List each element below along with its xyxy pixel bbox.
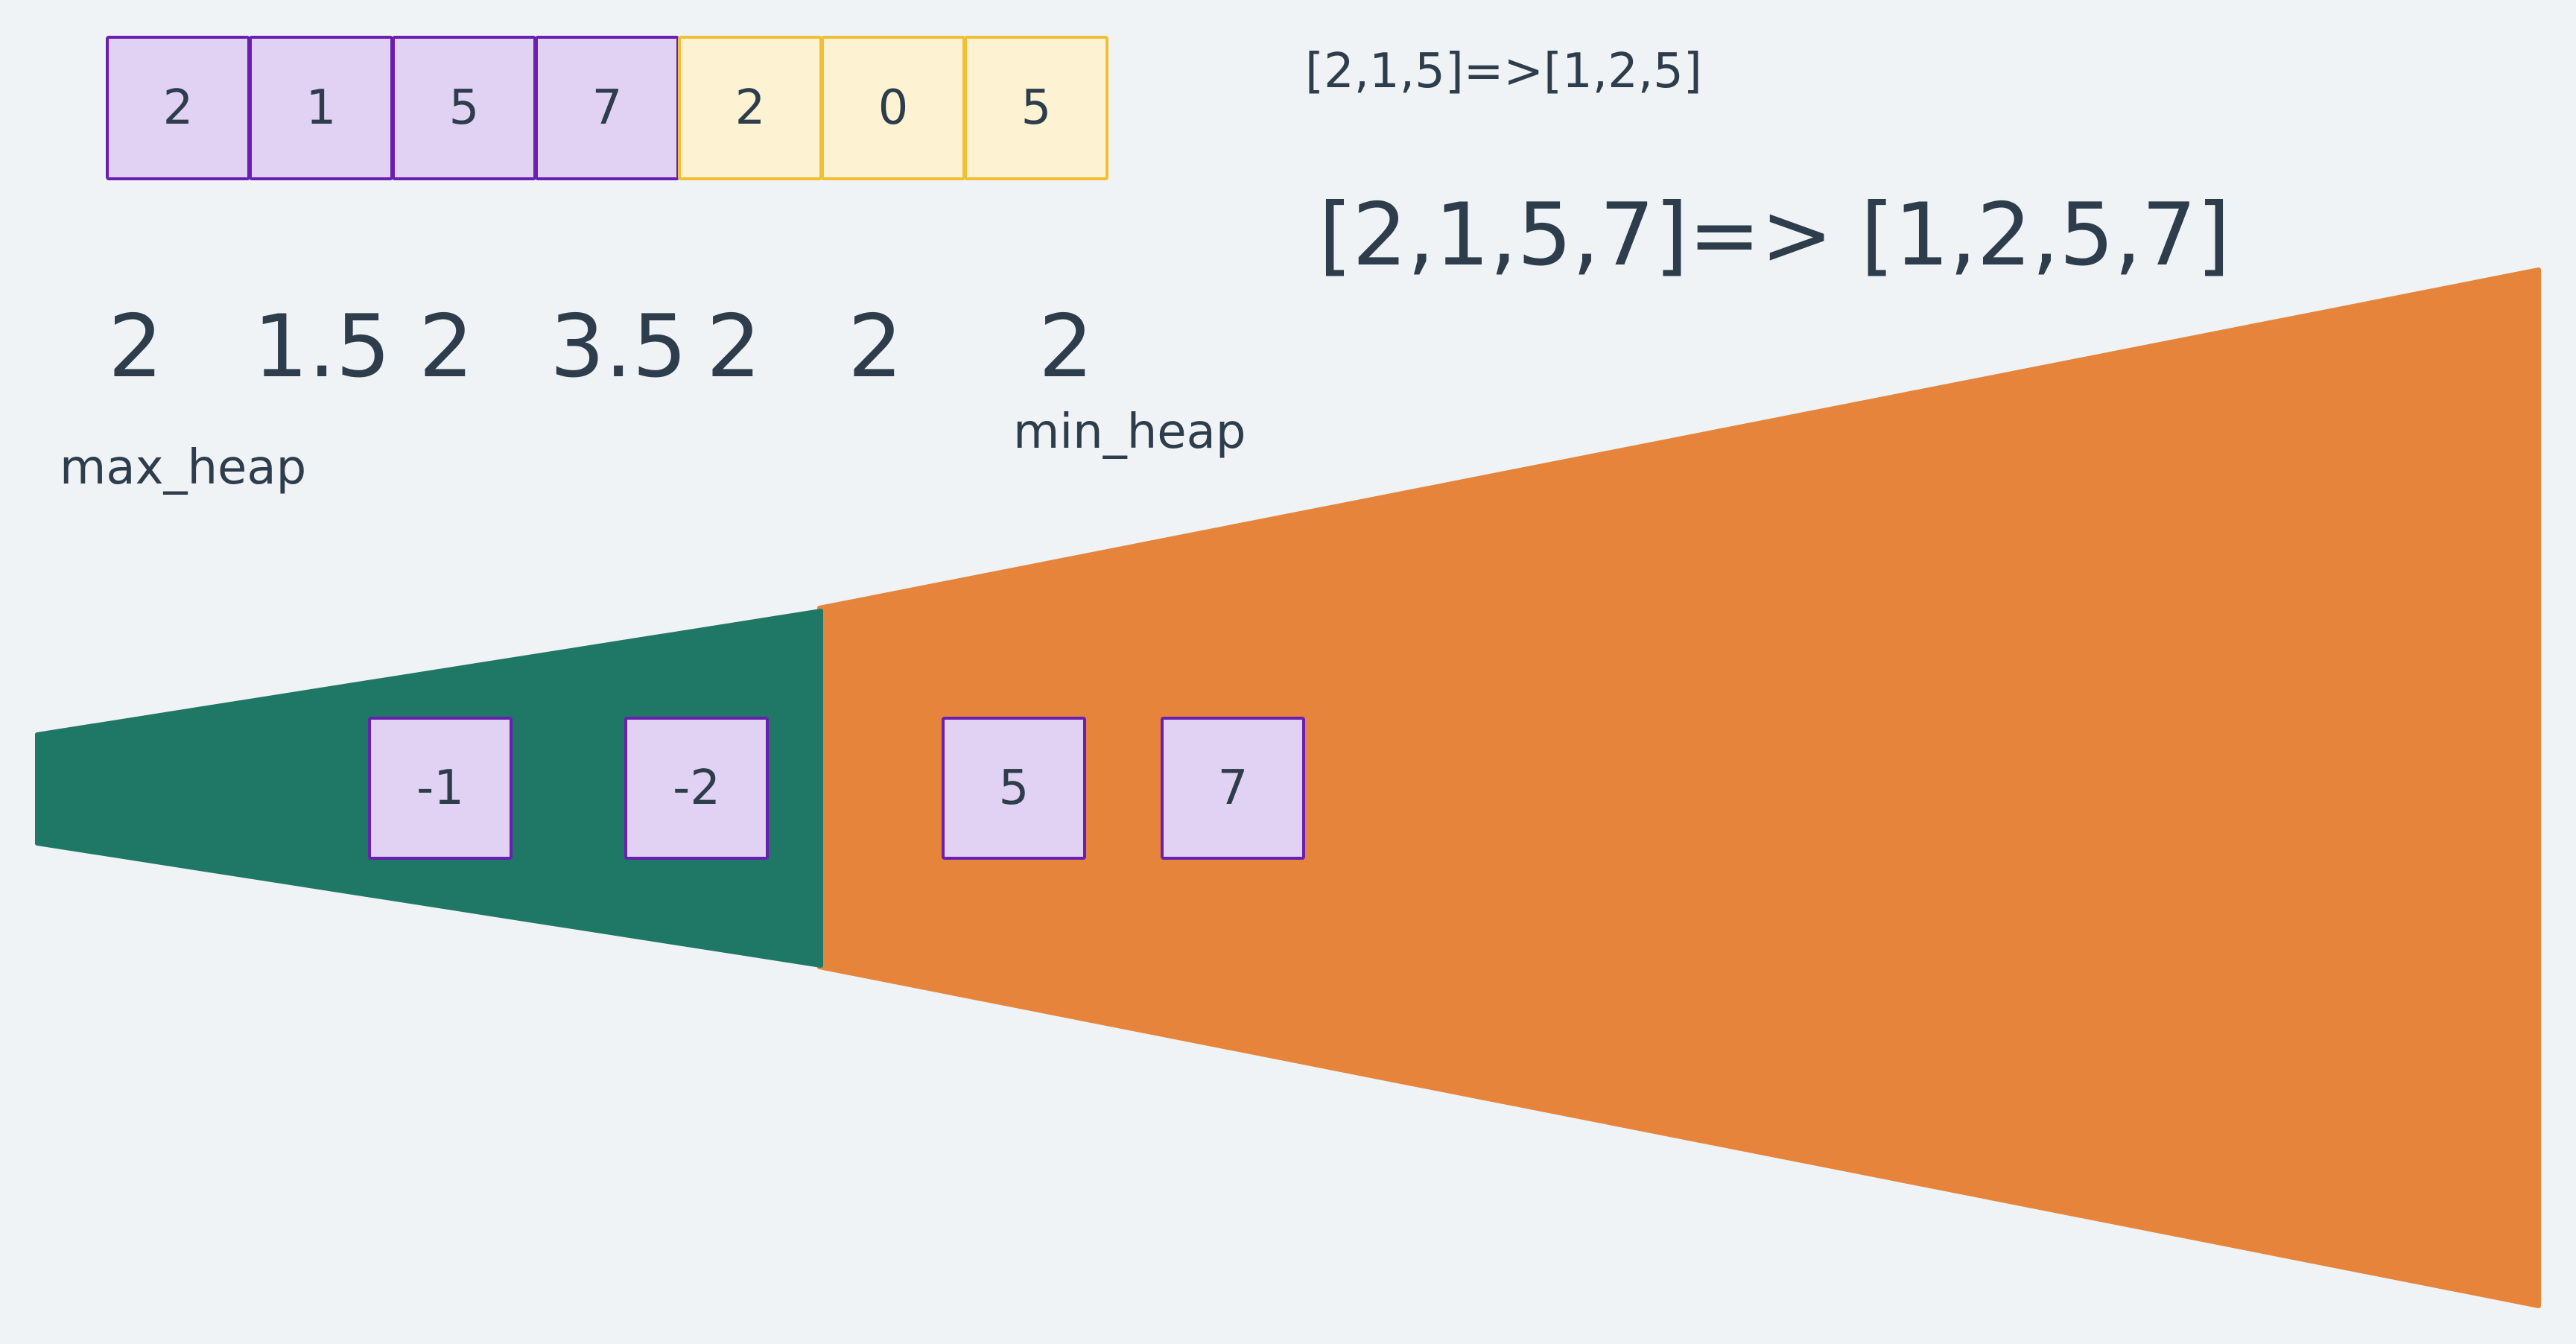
median-value: 2 bbox=[848, 297, 903, 397]
max-heap-label: max_heap bbox=[60, 440, 307, 495]
array-cell: 5 bbox=[392, 36, 536, 180]
median-value: 3.5 bbox=[550, 297, 688, 397]
median-value: 1.5 bbox=[253, 297, 391, 397]
array-cell: 2 bbox=[678, 36, 822, 180]
max-heap-item: -2 bbox=[624, 717, 769, 860]
max-heap-item: -1 bbox=[368, 717, 513, 860]
min-heap-item: 7 bbox=[1161, 717, 1305, 860]
min-heap-item: 5 bbox=[942, 717, 1086, 860]
array-cell: 2 bbox=[106, 36, 250, 180]
median-value: 2 bbox=[1038, 297, 1094, 397]
array-cell: 1 bbox=[249, 36, 393, 180]
sorted-note-small: [2,1,5]=>[1,2,5] bbox=[1305, 44, 1702, 99]
array-cell: 0 bbox=[821, 36, 965, 180]
median-value: 2 bbox=[706, 297, 761, 397]
median-value: 2 bbox=[419, 297, 474, 397]
median-value: 2 bbox=[108, 297, 163, 397]
min-heap-label: min_heap bbox=[1013, 405, 1246, 460]
sorted-note-big: [2,1,5,7]=> [1,2,5,7] bbox=[1319, 185, 2230, 285]
array-cell: 5 bbox=[964, 36, 1108, 180]
array-cell: 7 bbox=[535, 36, 679, 180]
